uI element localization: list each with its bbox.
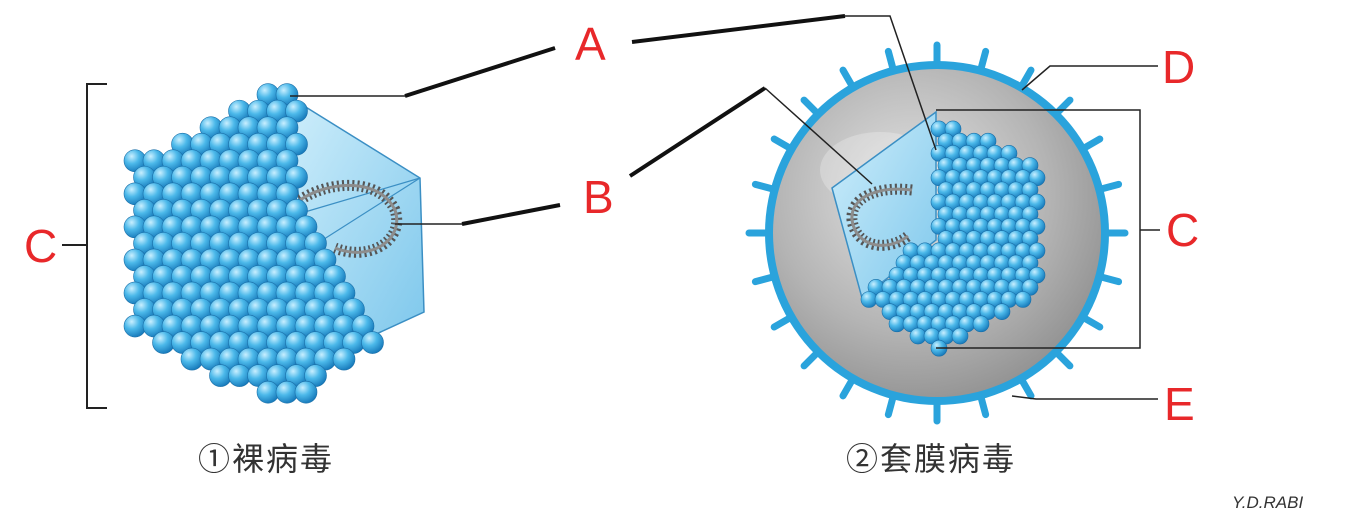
capsomere — [180, 347, 204, 371]
left-bracket — [62, 83, 107, 409]
label-D: D — [1162, 41, 1195, 93]
leader-lines — [290, 14, 1160, 400]
capsomere — [909, 327, 927, 345]
envelope-spike — [839, 66, 856, 90]
label-A: A — [575, 18, 606, 70]
capsomere — [209, 364, 232, 387]
capsomere — [152, 331, 175, 354]
leader-A-right — [631, 14, 846, 44]
envelope-spike — [751, 273, 777, 286]
leader-C-right — [936, 109, 1141, 349]
leader-B-right — [628, 86, 767, 178]
naked-cutaway-panel — [287, 94, 425, 337]
capsomere — [888, 315, 906, 333]
caption-enveloped-virus: ②套膜病毒 — [846, 440, 1016, 478]
capsomere — [972, 315, 990, 333]
envelope-spike — [800, 349, 821, 370]
leader-D — [1021, 65, 1158, 91]
capsomere — [332, 347, 356, 371]
envelope-spike — [977, 393, 990, 419]
envelope-spike — [770, 314, 794, 331]
envelope-spike — [770, 135, 794, 152]
envelope-spike — [1018, 66, 1035, 90]
capsomere — [1014, 291, 1032, 308]
envelope-spike — [751, 180, 777, 193]
leader-E — [1011, 395, 1158, 400]
enveloped-virus — [745, 41, 1129, 425]
capsomere — [993, 303, 1011, 320]
envelope-spike — [1018, 376, 1035, 400]
capsomere — [123, 314, 147, 338]
envelope-spike — [1097, 180, 1123, 193]
caption-naked-virus: ①裸病毒 — [198, 440, 334, 478]
enveloped-capsid — [860, 120, 1046, 357]
envelope-spike — [884, 393, 897, 419]
label-C-right: C — [1166, 204, 1199, 256]
envelope-spike — [884, 47, 897, 73]
envelope-spike — [1053, 349, 1074, 370]
envelope-spikes — [745, 41, 1129, 425]
capsomere — [951, 327, 969, 345]
capsomere — [228, 364, 251, 387]
envelope-spike — [977, 47, 990, 73]
naked-capsid — [123, 83, 384, 404]
label-C-left: C — [24, 220, 57, 272]
envelope-spike — [1053, 96, 1074, 117]
envelope-spike — [1080, 135, 1104, 152]
envelope-spike — [800, 96, 821, 117]
envelope-spike — [1080, 314, 1104, 331]
part-labels: A B C C D E — [24, 18, 1199, 430]
naked-virus — [62, 83, 425, 409]
capsomere — [860, 291, 878, 308]
envelope-spike — [1097, 273, 1123, 286]
signature: Y.D.RABI — [1232, 493, 1303, 512]
label-E: E — [1164, 378, 1195, 430]
envelope-spike — [839, 376, 856, 400]
capsomere — [361, 331, 384, 354]
label-B: B — [583, 171, 614, 223]
capsomere — [294, 380, 318, 404]
